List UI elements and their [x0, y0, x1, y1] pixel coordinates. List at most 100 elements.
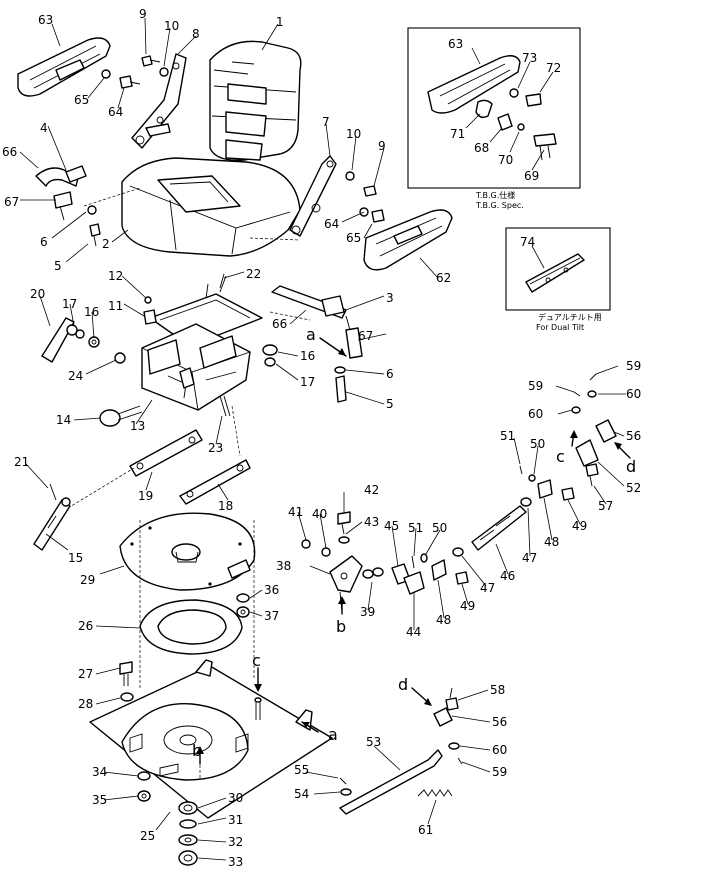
- part-label: 51: [408, 521, 423, 535]
- part-label: 12: [108, 269, 123, 283]
- part-label: 1: [276, 15, 284, 29]
- tbg-spec-inset: [407, 27, 581, 189]
- part-label: 31: [228, 813, 243, 827]
- part-label: 9: [139, 7, 147, 21]
- part-label: 65: [74, 93, 89, 107]
- ring-26: [139, 599, 243, 655]
- part-label: 57: [598, 499, 613, 513]
- links-18-19: [129, 429, 251, 505]
- part-label: 67: [358, 329, 373, 343]
- part-label: 9: [378, 139, 386, 153]
- armrest-63-left: [17, 37, 111, 97]
- part-label: 37: [264, 609, 279, 623]
- part-label: 64: [324, 217, 339, 231]
- part-label: 74: [520, 235, 535, 249]
- linkage-38-45: [301, 511, 469, 613]
- part-label: 23: [208, 441, 223, 455]
- ref-letter: b: [336, 617, 346, 636]
- part-label: 39: [360, 605, 375, 619]
- part-label: 5: [386, 397, 394, 411]
- part-label: 30: [228, 791, 243, 805]
- part-label: 66: [272, 317, 287, 331]
- dual-tilt-caption-jp: デュアルチルト用: [538, 312, 602, 322]
- part-label: 58: [490, 683, 505, 697]
- ref-letter: b: [192, 741, 202, 760]
- part-label: 13: [130, 419, 145, 433]
- suspension-13: [141, 323, 251, 411]
- part-label: 10: [346, 127, 361, 141]
- base-plate-25: [89, 659, 333, 819]
- ref-letter: a: [306, 325, 316, 344]
- shock-15: [33, 497, 71, 551]
- part-label: 64: [108, 105, 123, 119]
- bracket-7: [289, 155, 337, 237]
- part-label: 61: [418, 823, 433, 837]
- part-label: 73: [522, 51, 537, 65]
- part-label: 19: [138, 489, 153, 503]
- part-label: 3: [386, 291, 394, 305]
- part-label: 2: [102, 237, 110, 251]
- bracket-8: [131, 53, 187, 149]
- inset-captions: T.B.G.仕様 T.B.G. Spec. デュアルチルト用 For Dual …: [475, 190, 602, 332]
- part-label: 47: [522, 551, 537, 565]
- part-label: 17: [300, 375, 315, 389]
- part-label: 66: [2, 145, 17, 159]
- part-label: 17: [62, 297, 77, 311]
- part-label: 55: [294, 763, 309, 777]
- part-label: 63: [38, 13, 53, 27]
- knob-14: [99, 352, 143, 427]
- pins-small: [49, 273, 231, 501]
- part-label: 70: [498, 153, 513, 167]
- alignment-lines: [67, 187, 311, 780]
- part-label: 14: [56, 413, 71, 427]
- bolt-27-washer-28: [119, 661, 134, 702]
- part-label: 50: [432, 521, 447, 535]
- seat-back-1: [209, 40, 302, 161]
- ref-letter: c: [252, 651, 261, 670]
- part-label: 8: [192, 27, 200, 41]
- part-label: 59: [528, 379, 543, 393]
- tbg-caption-jp: T.B.G.仕様: [475, 190, 515, 200]
- ref-letter: c: [556, 447, 565, 466]
- part-label: 48: [544, 535, 559, 549]
- part-label: 60: [626, 387, 641, 401]
- part-label: 27: [78, 667, 93, 681]
- stack-30-33: [178, 801, 198, 866]
- part-label: 33: [228, 855, 243, 869]
- part-label: 48: [436, 613, 451, 627]
- linkage-47-57: [519, 373, 617, 501]
- rod-3: [271, 285, 363, 403]
- part-label: 7: [322, 115, 330, 129]
- part-label: 16: [300, 349, 315, 363]
- part-label: 51: [500, 429, 515, 443]
- reference-arrows: [196, 337, 631, 765]
- part-label: 62: [436, 271, 451, 285]
- part-label: 53: [366, 735, 381, 749]
- part-label: 26: [78, 619, 93, 633]
- part-label: 45: [384, 519, 399, 533]
- ref-letter: d: [398, 675, 408, 694]
- part-label: 21: [14, 455, 29, 469]
- leader-lines: [19, 17, 626, 861]
- part-label: 47: [480, 581, 495, 595]
- part-label: 6: [386, 367, 394, 381]
- part-label: 43: [364, 515, 379, 529]
- part-label: 65: [346, 231, 361, 245]
- part-labels: 63 9 10 8 1 65 64 4 66 67 6 5 2 7 10 9 6…: [2, 7, 641, 869]
- part-label: 22: [246, 267, 261, 281]
- part-label: 56: [492, 715, 507, 729]
- ref-letter: d: [626, 457, 636, 476]
- lever-53: [339, 687, 463, 815]
- part-label: 24: [68, 369, 83, 383]
- part-label: 11: [108, 299, 123, 313]
- part-label: 52: [626, 481, 641, 495]
- part-label: 6: [40, 235, 48, 249]
- part-label: 46: [500, 569, 515, 583]
- part-label: 44: [406, 625, 421, 639]
- part-label: 67: [4, 195, 19, 209]
- part-label: 10: [164, 19, 179, 33]
- part-label: 49: [460, 599, 475, 613]
- part-label: 25: [140, 829, 155, 843]
- part-label: 60: [492, 743, 507, 757]
